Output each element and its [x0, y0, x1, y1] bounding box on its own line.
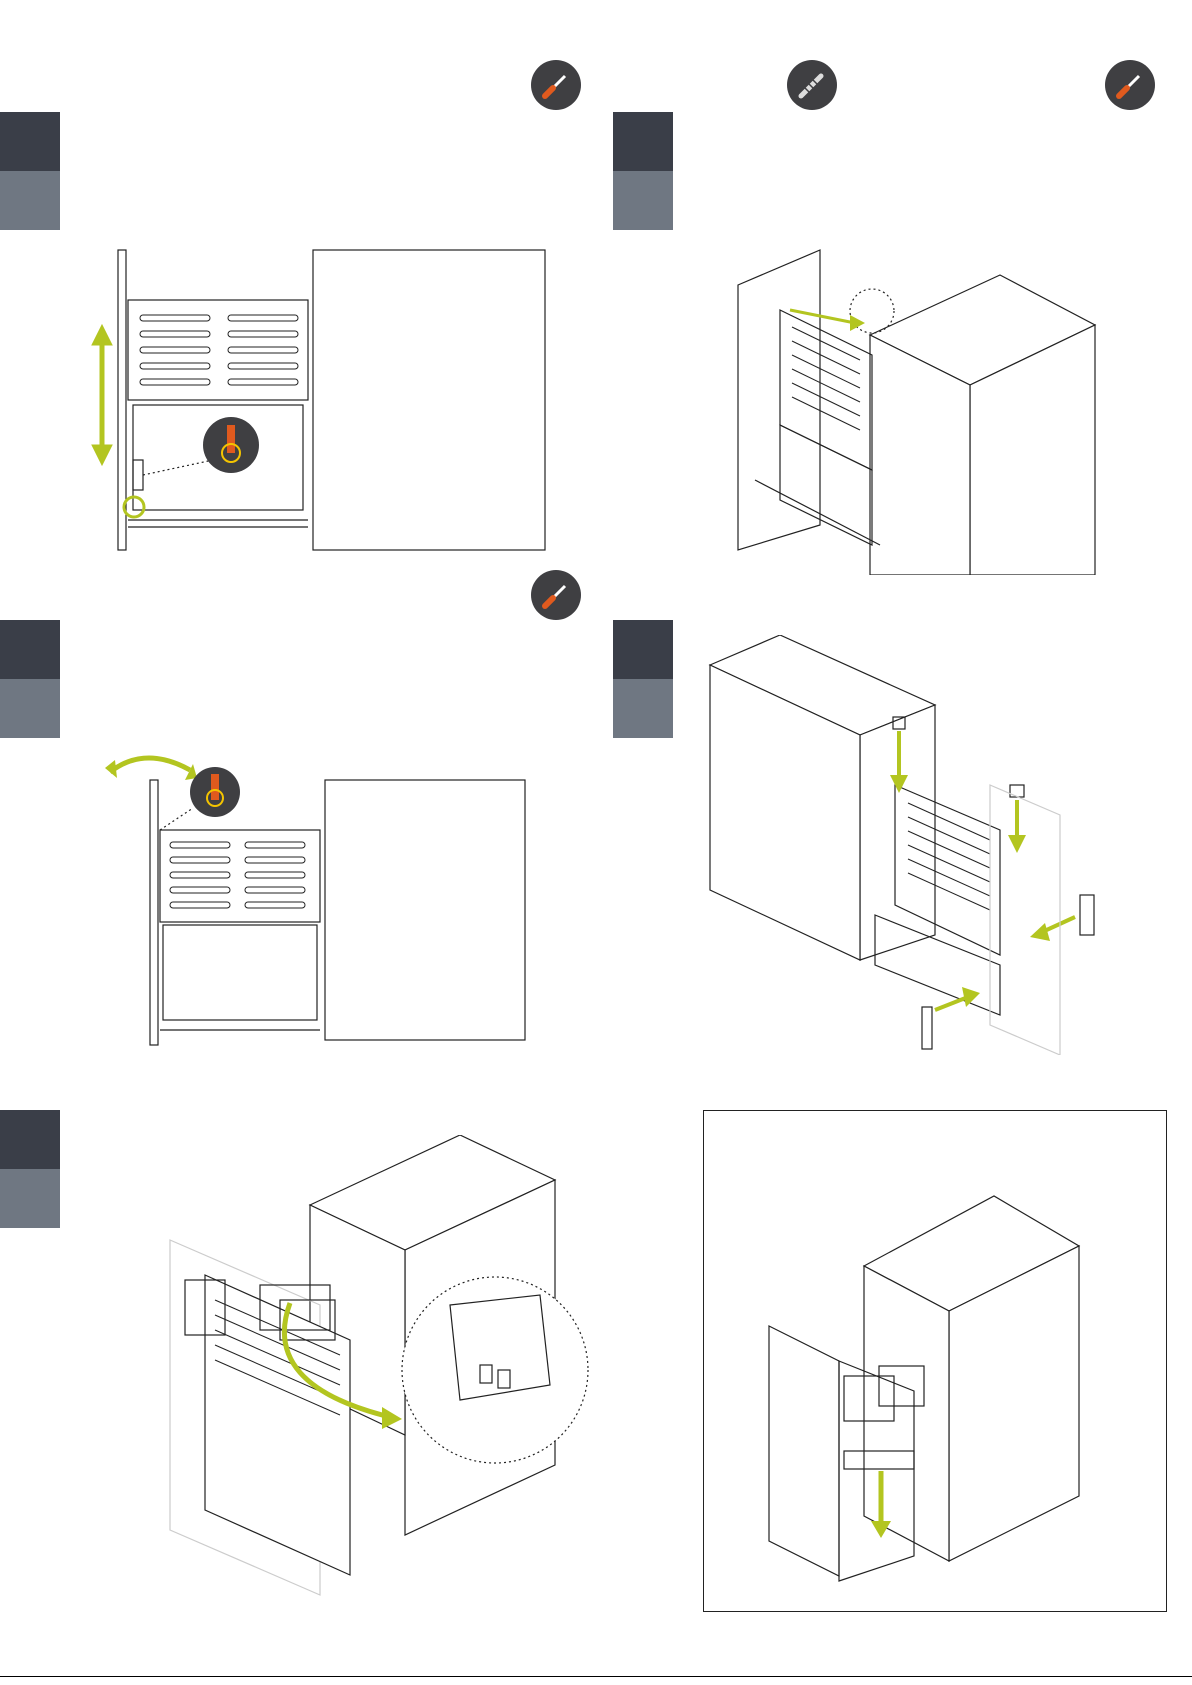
screwdriver-icon — [531, 60, 581, 110]
step-4-illustration — [700, 635, 1120, 1055]
step-1-tab — [0, 112, 60, 230]
step-3-tab — [0, 620, 60, 738]
step-5-illustration — [160, 1135, 610, 1635]
final-result-illustration — [764, 1186, 1104, 1586]
step-3-illustration — [105, 750, 535, 1050]
step-5-tab — [0, 1110, 60, 1228]
screwdriver-icon — [1105, 60, 1155, 110]
footer-rule — [0, 1676, 1192, 1677]
screw-icon — [787, 60, 837, 110]
final-result-frame — [703, 1110, 1167, 1612]
step-2-illustration — [700, 245, 1100, 575]
step-2-tab — [613, 112, 673, 230]
step-1-illustration — [88, 245, 558, 555]
screwdriver-icon — [531, 570, 581, 620]
step-4-tab — [613, 620, 673, 738]
